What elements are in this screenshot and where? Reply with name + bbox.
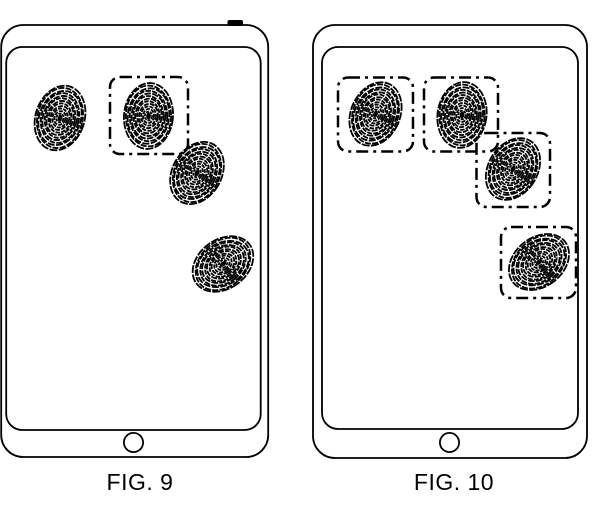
fig9-drawing	[0, 20, 270, 458]
figure-9-label: FIG. 9	[106, 469, 174, 495]
fig10-drawing	[312, 24, 588, 459]
device-screen	[321, 46, 579, 430]
fingerprint-highlight-box	[108, 75, 190, 156]
figure-10-label: FIG. 10	[413, 469, 495, 495]
power-button	[227, 20, 243, 26]
fingerprint-highlight-box	[499, 225, 578, 300]
home-button	[123, 431, 145, 453]
fingerprint-highlight-box	[475, 131, 552, 209]
home-button	[438, 431, 460, 453]
fingerprint-highlight-box	[422, 76, 500, 153]
fingerprint-highlight-box	[336, 76, 415, 153]
